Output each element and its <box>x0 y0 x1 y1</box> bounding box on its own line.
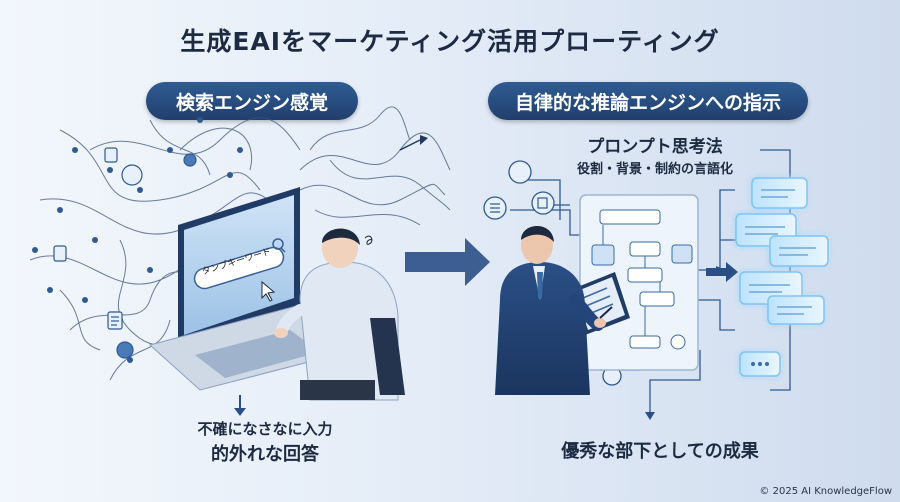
chat-bubbles <box>735 177 829 377</box>
center-arrow <box>405 238 490 286</box>
right-caption-result: 優秀な部下としての成果 <box>561 441 759 462</box>
network-nodes <box>32 117 243 363</box>
person-typing <box>274 228 405 401</box>
prompt-method-subheading: 役割・背景・制約の言語化 <box>576 162 733 177</box>
flowchart-board <box>579 194 699 371</box>
left-caption-result: 的外れな回答 <box>211 444 319 465</box>
tangled-lines <box>29 106 451 381</box>
floating-doc-icons <box>53 147 197 359</box>
page-title: 生成EAIをマーケティング活用プローティング <box>180 27 720 56</box>
person-with-tablet <box>495 226 613 395</box>
left-caption-input: 不確になさなに入力 <box>197 420 333 438</box>
right-section-label: 自律的な推論エンジンへの指示 <box>488 82 808 120</box>
left-section-label: 検索エンジン感覚 <box>146 82 358 120</box>
right-icon-circles <box>483 160 622 386</box>
prompt-method-heading: プロンプト思考法 <box>587 137 723 157</box>
copyright-text: © 2025 AI KnowledgeFlow <box>759 486 892 497</box>
